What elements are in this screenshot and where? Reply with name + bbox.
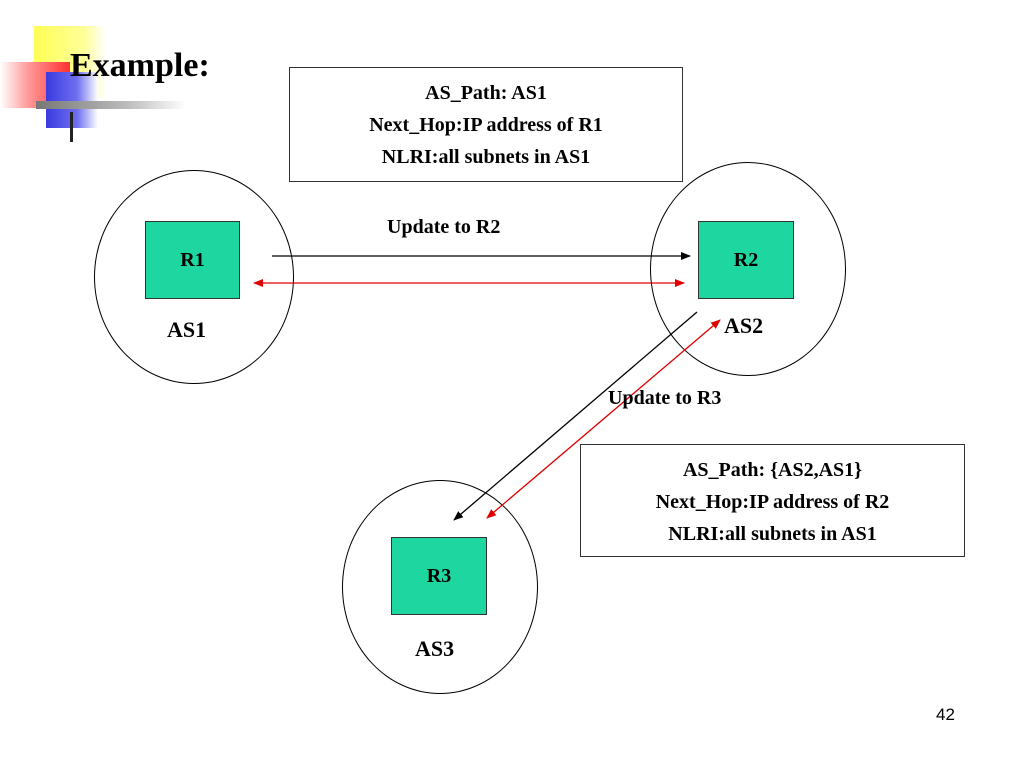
router-r1: R1 — [145, 221, 240, 299]
as2-label: AS2 — [724, 313, 764, 338]
info-box-line: NLRI:all subnets in AS1 — [381, 146, 591, 168]
update-to-r3-label: Update to R3 — [608, 387, 722, 409]
as3-label: AS3 — [415, 636, 455, 661]
as1-label: AS1 — [167, 317, 207, 342]
info-box-line: AS_Path: AS1 — [425, 82, 547, 104]
info-box-line: Next_Hop:IP address of R2 — [655, 491, 890, 513]
as3-circle — [342, 480, 538, 694]
info-box-line: Next_Hop:IP address of R1 — [369, 114, 603, 136]
decorative-grey-bar — [36, 101, 186, 109]
as2-circle — [650, 162, 846, 376]
info-box-line: AS_Path: {AS2,AS1} — [682, 459, 863, 481]
as1-circle — [94, 170, 294, 384]
decorative-tick-mark — [70, 112, 73, 142]
slide-title: Example: — [70, 47, 210, 84]
update-info-box-r1: AS_Path: AS1 Next_Hop:IP address of R1 N… — [289, 67, 683, 182]
router-r3: R3 — [391, 537, 487, 615]
info-box-line: NLRI:all subnets in AS1 — [668, 523, 877, 545]
update-to-r2-label: Update to R2 — [387, 216, 501, 238]
page-number: 42 — [936, 705, 955, 724]
router-r2: R2 — [698, 221, 794, 299]
update-info-box-r2: AS_Path: {AS2,AS1} Next_Hop:IP address o… — [580, 444, 965, 557]
